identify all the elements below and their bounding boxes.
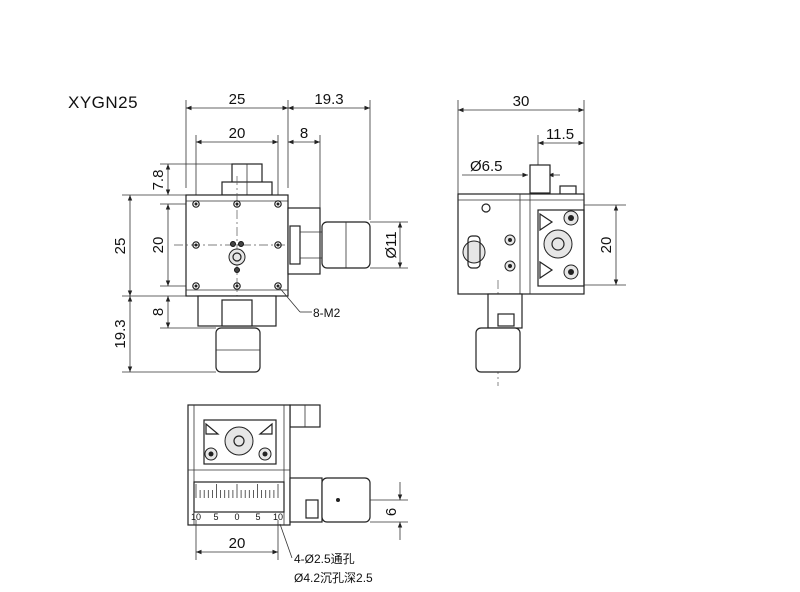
dim-width: 25 [229,91,246,108]
scale-label-2: 0 [234,512,239,522]
dim-knob-height: 7.8 [150,170,167,191]
dim-side-diameter: Ø6.5 [470,158,503,175]
scale-label-0: 10 [191,512,201,522]
dim-side-total: 30 [513,93,530,110]
drawing-title: XYGN25 [68,93,138,112]
dim-front-hole-span: 20 [229,535,246,552]
dim-height: 25 [112,238,129,255]
hole-callout: 8-M2 [313,306,341,320]
dim-side-offset: 11.5 [546,126,574,143]
callout-through-hole: 4-Ø2.5通孔 [294,552,355,566]
dim-knob-offset-x: 8 [300,125,308,142]
dim-overhang-bottom: 19.3 [112,319,129,348]
dim-hole-span-x: 20 [229,125,246,142]
dim-overhang-right: 19.3 [314,91,343,108]
dim-knob-diameter: Ø11 [383,231,400,258]
front-view: 10 5 0 5 10 6 20 4-Ø2.5通孔 Ø4.2沉孔深2.5 [187,404,408,585]
scale-label-3: 5 [255,512,260,522]
top-view: 25 19.3 20 8 7.8 25 20 19.3 8 [112,91,408,373]
dim-knob-offset-y: 8 [150,308,167,316]
scale-label-1: 5 [213,512,218,522]
dim-hole-span-y: 20 [150,237,167,254]
scale-ticks [195,484,279,498]
scale-label-4: 10 [273,512,283,522]
callout-counterbore: Ø4.2沉孔深2.5 [294,571,373,585]
dim-side-height: 20 [598,237,615,254]
side-view: 30 11.5 Ø6.5 20 [457,93,626,386]
dim-front-height: 6 [383,508,400,516]
